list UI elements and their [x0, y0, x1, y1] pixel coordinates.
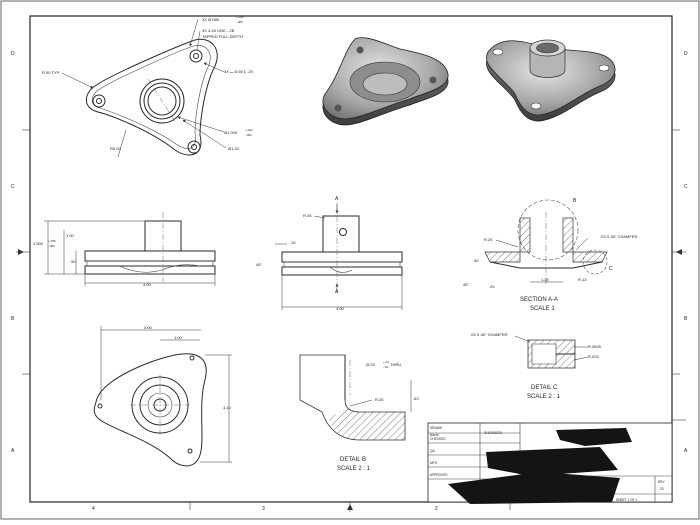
detail-b-ref: B	[573, 198, 577, 204]
section-r25: R.25	[484, 237, 493, 242]
tb-row-qa: QA	[430, 449, 435, 453]
bore-note: Ø1.000	[224, 130, 238, 135]
section-chamfer: .03 X 45° CHAMFER	[600, 234, 638, 239]
zone-letter-a-left: A	[11, 448, 15, 454]
detail-b-view	[299, 354, 406, 441]
side-width: 4.00	[336, 306, 345, 311]
detail-c-chamfer: .03 X 45° CHAMFER	[470, 332, 508, 337]
detail-b-dims: Ø.25 +.01 -.01 THRU R.25 .63 DETAIL B SC…	[337, 360, 419, 472]
detail-b-hole-tol-minus: -.01	[383, 365, 389, 369]
hole-tol-plus: +.005	[236, 15, 244, 19]
front-h2: .50	[70, 259, 76, 264]
top-view-annotations: 3X Ø.085 +.005 -.005 3X 4-40 UNC - 2B TA…	[42, 15, 254, 158]
tb-rev-value: 23	[660, 487, 664, 491]
tb-row-approved: APPROVED	[430, 473, 448, 477]
bottom-view	[93, 353, 207, 467]
front-h1: 1.00	[66, 233, 75, 238]
bottom-d310: 3.10	[223, 405, 232, 410]
tap-note-line2: TAPPED FULL DEPTH	[202, 34, 243, 39]
top-view-bore	[147, 86, 177, 116]
od-note: Ø1.20	[228, 146, 240, 151]
section-d50: .50	[473, 258, 479, 263]
section-arrow-a-top: A	[335, 196, 339, 202]
front-view	[84, 212, 216, 282]
zone-letter-d-right: D	[684, 51, 688, 57]
title-block-text: DRAWN Name CHECKED 3/10/2023 QA MFG APPR…	[430, 426, 665, 502]
side-view-dims: R.05 .10 45° 4.00 A A	[256, 196, 403, 311]
iso-view-right	[486, 39, 616, 122]
detail-c-dims: .03 X 45° CHAMFER R.0625 R.025 DETAIL C …	[470, 332, 602, 400]
top-view	[85, 38, 218, 156]
redaction-marks	[448, 428, 632, 504]
section-aa-view	[484, 199, 608, 285]
section-aa-scale: SCALE 1	[530, 306, 555, 312]
detail-b-hole-tol-plus: +.01	[383, 360, 389, 364]
cbore-note: 3X ⌴ Ø.50 ↧ .25	[224, 69, 254, 74]
zone-letter-b-right: B	[684, 316, 688, 322]
tb-sheet: SHEET 1 OF 1	[616, 498, 637, 502]
detail-b-d63: .63	[413, 396, 419, 401]
zone-number-3: 3	[262, 506, 265, 512]
zone-letter-d-left: D	[11, 51, 15, 57]
bore-tol-minus: -.002	[245, 133, 252, 137]
section-aa-title: SECTION A-A	[520, 297, 558, 303]
zone-letter-c-left: C	[11, 184, 15, 190]
section-r13: R.13	[578, 277, 587, 282]
front-height-tol-plus: +.005	[48, 239, 56, 243]
tb-row-mfg: MFG	[430, 461, 438, 465]
side-ang: 45°	[256, 262, 262, 267]
detail-b-title: DETAIL B	[340, 457, 366, 463]
detail-b-thru: THRU	[390, 362, 401, 367]
tb-row-checked: CHECKED	[430, 437, 446, 441]
front-height-tol-minus: -.005	[48, 244, 55, 248]
zone-labels: D D C C B B A A 4 3 2	[11, 51, 688, 512]
zone-number-4: 4	[92, 506, 95, 512]
tb-drawn-name: Name	[430, 433, 439, 437]
title-block	[427, 422, 673, 504]
section-arrow-a-bottom: A	[335, 289, 339, 295]
side-r05: R.05	[303, 213, 312, 218]
tb-drawn-date: 3/10/2023	[484, 430, 503, 435]
detail-c-title: DETAIL C	[531, 385, 558, 391]
r50-typ-note: R.50 TYP	[42, 70, 60, 75]
hole-tol-minus: -.005	[236, 20, 243, 24]
detail-b-callout-circle	[517, 199, 579, 261]
top-view-outline	[85, 38, 218, 156]
top-view-hub-outer	[139, 78, 185, 124]
zone-letter-b-left: B	[11, 316, 15, 322]
front-view-dims: 1.500 +.005 -.005 1.00 .50 4.00	[33, 220, 216, 287]
section-ang: 45°	[463, 282, 469, 287]
tb-rev-label: REV	[658, 480, 665, 484]
front-width: 4.00	[143, 282, 152, 287]
iso-view-left	[322, 37, 449, 126]
bottom-view-dims: 3.00 1.00 3.10	[100, 325, 232, 463]
tb-row-drawn: DRAWN	[430, 426, 443, 430]
section-d25: .25	[489, 284, 495, 289]
hole-note: 3X Ø.085	[202, 17, 220, 22]
detail-b-scale: SCALE 2 : 1	[337, 466, 371, 472]
side-view	[281, 205, 403, 285]
r5-note: R5.00	[110, 146, 121, 151]
detail-b-hole: Ø.25	[366, 362, 375, 367]
section-aa-dims: SECTION A-A SCALE 1 R.25 .03 X 45° CHAMF…	[463, 198, 638, 312]
tap-note-line1: 3X 4-40 UNC - 2B	[202, 28, 235, 33]
detail-c-scale: SCALE 2 : 1	[527, 394, 561, 400]
section-d125: 1.25	[541, 277, 550, 282]
detail-c-view	[527, 339, 576, 369]
detail-c-r025: R.025	[588, 354, 599, 359]
zone-letter-a-right: A	[684, 448, 688, 454]
front-height: 1.500	[33, 241, 44, 246]
bottom-d300: 3.00	[144, 325, 153, 330]
bore-tol-plus: +.003	[245, 128, 253, 132]
side-d10: .10	[290, 240, 296, 245]
zone-number-2: 2	[435, 506, 438, 512]
detail-c-r0625: R.0625	[588, 344, 602, 349]
detail-c-ref: C	[609, 266, 613, 272]
detail-b-r25: R.25	[375, 397, 384, 402]
bottom-d100: 1.00	[174, 335, 183, 340]
zone-letter-c-right: C	[684, 184, 688, 190]
